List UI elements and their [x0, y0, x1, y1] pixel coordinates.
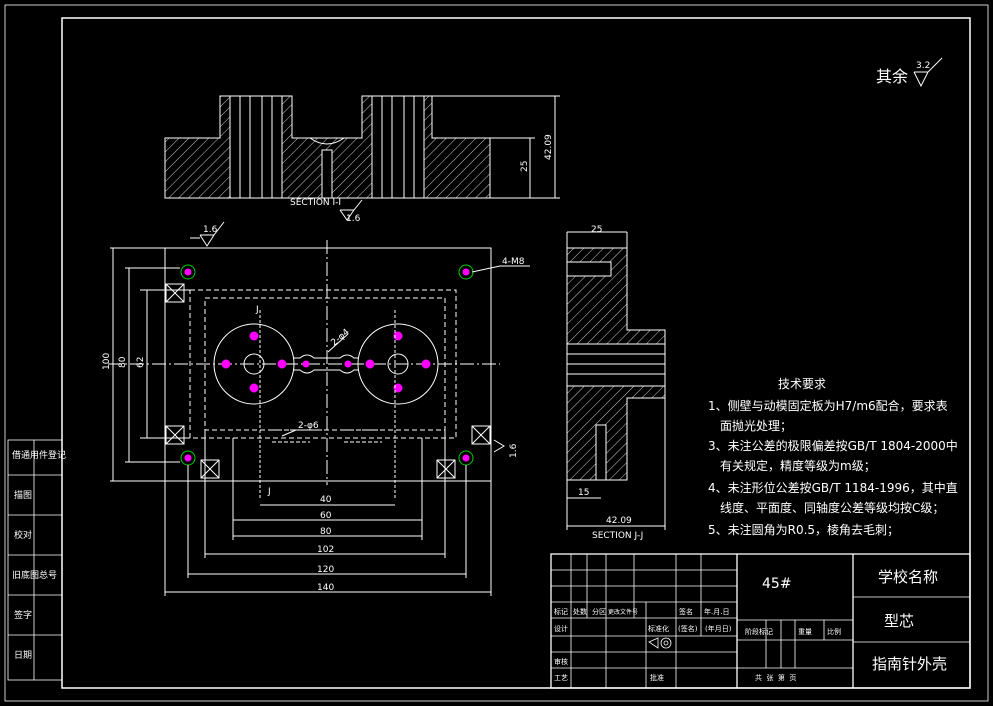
dim-120: 120 [317, 565, 334, 575]
section-mark-j: J [255, 305, 259, 315]
finish-mark-right: 1.6 [493, 439, 519, 458]
tb-weight: 重量 [798, 628, 812, 636]
dim-80: 80 [320, 527, 332, 537]
tb-label: 标记 [554, 607, 568, 616]
left-strip: 借通用件登记 描图 校对 旧底图总号 签字 日期 [7, 439, 66, 681]
tb-scale: 比例 [827, 627, 841, 636]
dim-15: 15 [578, 488, 589, 498]
tb-label: 分区 [592, 607, 606, 616]
tb-label: 更改文件号 [608, 608, 638, 616]
tech-title: 技术要求 [778, 377, 826, 391]
finish-mark-topleft: 1.6 [190, 221, 225, 247]
tb-approve: 批准 [650, 673, 664, 682]
title-block [550, 553, 971, 689]
tech-item: 5、未注圆角为R0.5，棱角去毛刺； [708, 522, 899, 537]
school-name: 学校名称 [878, 568, 938, 586]
dim-80-v: 80 [118, 356, 128, 368]
project-name: 指南针外壳 [872, 655, 947, 673]
tb-stage: 阶段标记 [745, 627, 773, 636]
dim-102: 102 [317, 545, 334, 555]
section-top-finish: 1.6 [339, 199, 363, 224]
dim-25-side: 25 [591, 225, 602, 235]
dim-140: 140 [317, 583, 334, 593]
strip-label: 旧底图总号 [12, 569, 57, 581]
section-side-label: SECTION J-J [592, 531, 643, 541]
material: 45# [762, 576, 792, 592]
dim-42-09-side: 42.09 [606, 516, 632, 526]
strip-label: 校对 [14, 529, 32, 541]
dim-60: 60 [320, 511, 332, 521]
tb-label: 签名 [679, 607, 693, 616]
callout-2phi6: 2-φ6 [298, 421, 319, 431]
tb-label: 处数 [573, 607, 587, 616]
tech-item: 1、侧壁与动模固定板为H7/m6配合，要求表 [708, 398, 948, 413]
tech-requirements: 技术要求 1、侧壁与动模固定板为H7/m6配合，要求表 面抛光处理； 3、未注公… [708, 377, 958, 537]
dim-100: 100 [102, 353, 112, 370]
tech-item: 面抛光处理； [720, 418, 792, 433]
finish-label: 其余 [876, 67, 908, 86]
tech-item: 线度、平面度、同轴度公差等级均按C级； [720, 500, 944, 515]
section-view-top [164, 95, 560, 199]
dim-40: 40 [320, 495, 332, 505]
tb-date: (年月日) [705, 624, 732, 633]
tb-label: 年.月.日 [704, 607, 729, 616]
tb-design: 设计 [554, 624, 568, 633]
finish-1-6: 1.6 [203, 225, 218, 235]
tech-item: 有关规定，精度等级为m级； [720, 458, 876, 473]
callout-4m8: 4-M8 [502, 257, 525, 267]
tb-check: 审核 [554, 657, 568, 666]
finish-value: 3.2 [916, 61, 930, 71]
title-block-labels: 标记 处数 分区 更改文件号 签名 年.月.日 设计 标准化 (签名) (年月日… [554, 607, 841, 682]
tb-process: 工艺 [554, 674, 568, 682]
part-name: 型芯 [884, 612, 914, 630]
section-top-finish-text: 1.6 [346, 214, 361, 224]
dim-25: 25 [520, 161, 530, 172]
plan-view [108, 240, 530, 596]
callout-2phi4: 2-φ4 [330, 327, 352, 348]
dim-42-09: 42.09 [544, 134, 554, 160]
outer-border [4, 4, 989, 702]
tech-item: 3、未注公差的极限偏差按GB/T 1804-2000中 [708, 438, 958, 453]
strip-label: 借通用件登记 [12, 449, 66, 461]
inner-border [61, 17, 971, 689]
strip-label: 日期 [14, 650, 32, 661]
tb-standardize: 标准化 [648, 624, 669, 633]
dim-62: 62 [136, 357, 146, 368]
section-view-side [566, 231, 666, 530]
section-mark-j: J [267, 487, 271, 497]
strip-label: 签字 [14, 609, 32, 621]
surface-finish-note: 其余 3.2 [876, 57, 943, 88]
section-label: SECTION I-I [290, 198, 341, 208]
tb-sheets: 共 张 第 页 [755, 673, 796, 682]
finish-1-6-right: 1.6 [509, 443, 519, 458]
tech-item: 4、未注形位公差按GB/T 1184-1996，其中直 [708, 480, 958, 495]
tb-signature: (签名) [678, 624, 698, 633]
strip-label: 描图 [14, 489, 32, 501]
